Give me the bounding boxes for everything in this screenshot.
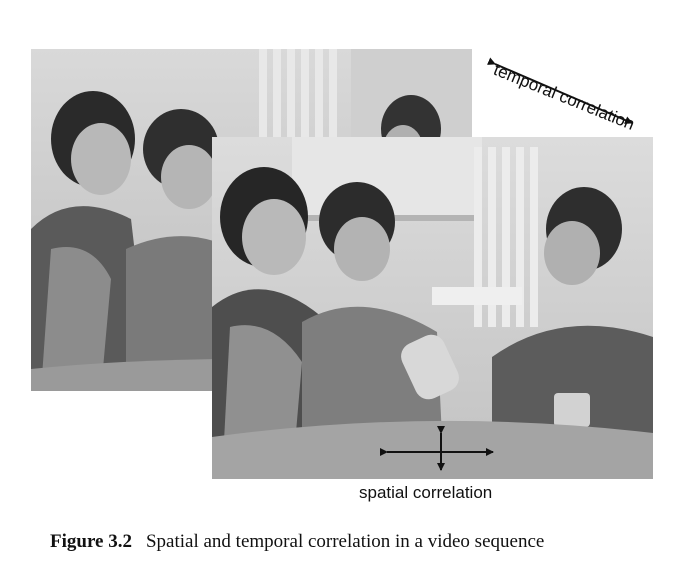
spatial-correlation-label: spatial correlation <box>359 483 493 502</box>
figure-caption-number: Figure 3.2 <box>50 531 132 552</box>
temporal-arrow <box>486 57 633 124</box>
video-frame-current <box>212 137 653 479</box>
figure-caption-text: Spatial and temporal correlation in a vi… <box>145 531 545 552</box>
figure-caption: Figure 3.2 Spatial and temporal correlati… <box>50 531 544 553</box>
video-frame-current-image <box>212 137 653 479</box>
